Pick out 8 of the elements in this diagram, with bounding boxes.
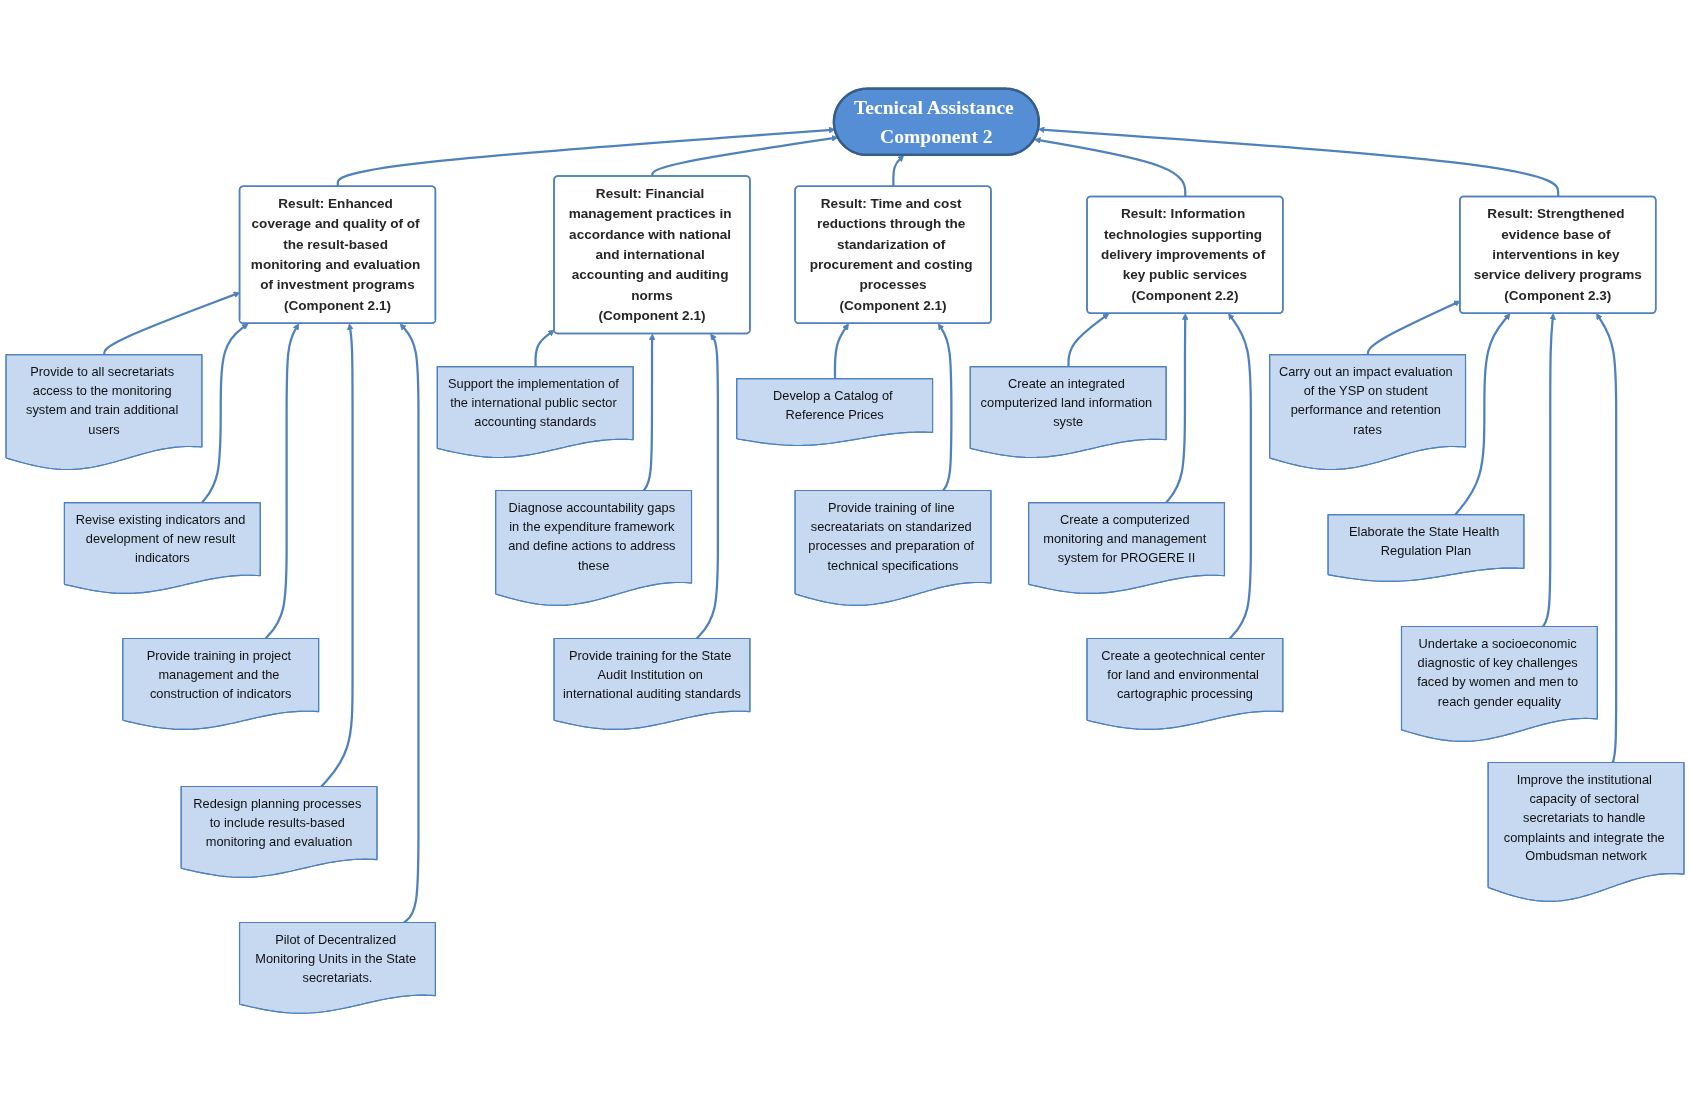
- arrow: [1067, 313, 1110, 367]
- arrow: [892, 155, 905, 187]
- arrow: [833, 323, 849, 379]
- arrow: [651, 135, 839, 177]
- arrow: [1034, 137, 1187, 197]
- arrow: [336, 126, 836, 187]
- arrow: [1038, 126, 1560, 197]
- arrow: [534, 329, 555, 367]
